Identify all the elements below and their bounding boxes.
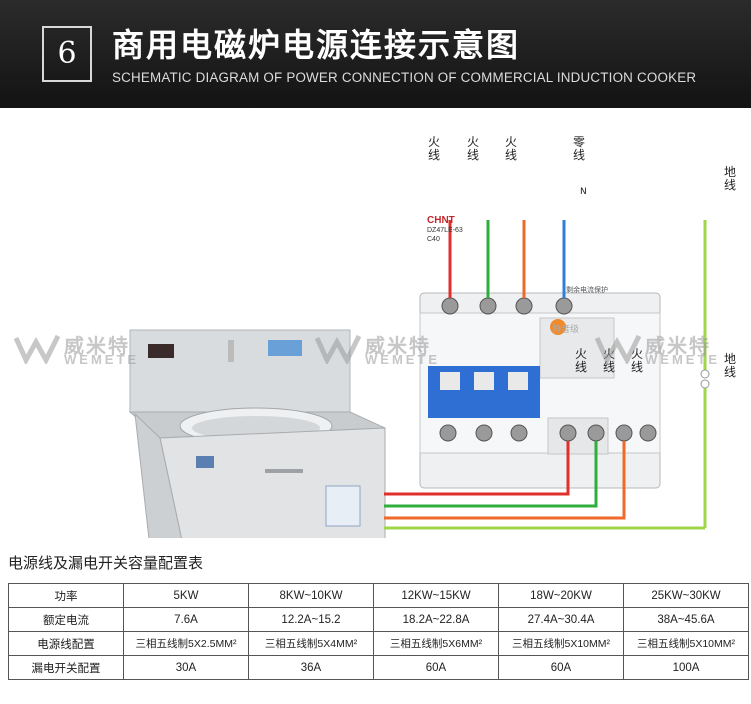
table-cell: 18.2A~22.8A bbox=[373, 607, 499, 632]
breaker-brand: CHNT bbox=[427, 215, 455, 226]
watermark-right-cn: 威米特 bbox=[645, 334, 711, 358]
input-wires bbox=[448, 220, 710, 528]
page-subtitle: SCHEMATIC DIAGRAM OF POWER CONNECTION OF… bbox=[112, 70, 697, 85]
watermark-center-cn: 威米特 bbox=[365, 334, 431, 358]
table-cell: 18W~20KW bbox=[498, 583, 624, 608]
table-cell: 三相五线制5X6MM² bbox=[373, 631, 499, 656]
table-cell: 25KW~30KW bbox=[623, 583, 749, 608]
breaker-stamp: 静音级 bbox=[552, 325, 580, 335]
table-cell: 功率 bbox=[8, 583, 124, 608]
capacity-table: 功率 5KW 8KW~10KW 12KW~15KW 18W~20KW 25KW~… bbox=[8, 583, 749, 680]
table-cell: 漏电开关配置 bbox=[8, 655, 124, 680]
wire-label-neutral: 零线 bbox=[573, 135, 586, 162]
watermark-left-en: WEMETE bbox=[64, 352, 140, 367]
table-cell: 30A bbox=[123, 655, 249, 680]
output-wires bbox=[384, 441, 705, 530]
section-number: 6 bbox=[57, 36, 77, 71]
section-number-box: 6 bbox=[42, 26, 92, 82]
table-row: 额定电流 7.6A 12.2A~15.2 18.2A~22.8A 27.4A~3… bbox=[8, 607, 749, 632]
watermark-logo-icon bbox=[14, 334, 60, 364]
wire-label-live-3: 火线 bbox=[505, 135, 518, 162]
watermark-right-en: WEMETE bbox=[645, 352, 721, 367]
table-cell: 36A bbox=[248, 655, 374, 680]
table-cell: 12.2A~15.2 bbox=[248, 607, 374, 632]
top-terminals bbox=[441, 297, 573, 315]
header-banner: 6 商用电磁炉电源连接示意图 SCHEMATIC DIAGRAM OF POWE… bbox=[0, 0, 751, 108]
wire-label-earth-right: 地线 bbox=[724, 352, 737, 379]
breaker-rating: C40 bbox=[427, 236, 440, 243]
wire-label-live-2: 火线 bbox=[467, 135, 480, 162]
table-cell: 100A bbox=[623, 655, 749, 680]
table-cell: 三相五线制5X10MM² bbox=[623, 631, 749, 656]
wire-label-out-live-1: 火线 bbox=[575, 347, 588, 374]
induction-cooker bbox=[128, 329, 386, 538]
table-cell: 8KW~10KW bbox=[248, 583, 374, 608]
watermark-left-cn: 威米特 bbox=[64, 334, 130, 358]
breaker-label: 剩余电流保护 bbox=[566, 286, 608, 294]
table-cell: 7.6A bbox=[123, 607, 249, 632]
table-row: 功率 5KW 8KW~10KW 12KW~15KW 18W~20KW 25KW~… bbox=[8, 583, 749, 608]
breaker-model: DZ47LE-63 bbox=[427, 227, 463, 234]
table-cell: 12KW~15KW bbox=[373, 583, 499, 608]
page-title: 商用电磁炉电源连接示意图 bbox=[112, 26, 521, 64]
watermark-logo-icon bbox=[315, 334, 361, 364]
wiring-illustration: 火线 火线 火线 零线 地线 地线 火线 火线 火线 N CHNT DZ47LE… bbox=[0, 108, 751, 538]
wire-label-earth-top: 地线 bbox=[724, 165, 737, 192]
table-title: 电源线及漏电开关容量配置表 bbox=[8, 554, 204, 572]
wiring-diagram bbox=[128, 220, 710, 538]
table-cell: 60A bbox=[498, 655, 624, 680]
table-cell: 三相五线制5X2.5MM² bbox=[123, 631, 249, 656]
table-cell: 5KW bbox=[123, 583, 249, 608]
bottom-terminals bbox=[439, 424, 657, 442]
breaker-terminal-n: N bbox=[580, 187, 587, 197]
table-cell: 60A bbox=[373, 655, 499, 680]
table-cell: 电源线配置 bbox=[8, 631, 124, 656]
table-cell: 三相五线制5X10MM² bbox=[498, 631, 624, 656]
table-cell: 额定电流 bbox=[8, 607, 124, 632]
wire-label-live-1: 火线 bbox=[428, 135, 441, 162]
table-row: 漏电开关配置 30A 36A 60A 60A 100A bbox=[8, 655, 749, 680]
table-cell: 三相五线制5X4MM² bbox=[248, 631, 374, 656]
table-cell: 38A~45.6A bbox=[623, 607, 749, 632]
watermark-logo-icon bbox=[595, 334, 641, 364]
watermark-center-en: WEMETE bbox=[365, 352, 441, 367]
table-row: 电源线配置 三相五线制5X2.5MM² 三相五线制5X4MM² 三相五线制5X6… bbox=[8, 631, 749, 656]
table-cell: 27.4A~30.4A bbox=[498, 607, 624, 632]
